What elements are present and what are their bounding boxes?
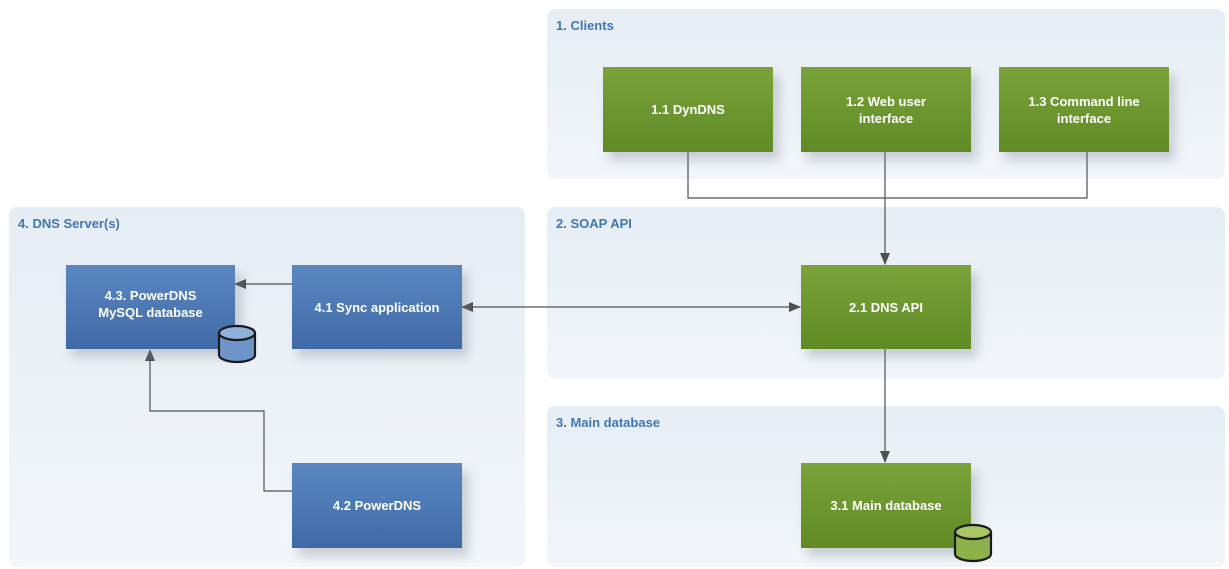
node-web-ui-label-1: 1.2 Web user	[846, 93, 926, 109]
node-powerdns[interactable]: 4.2 PowerDNS	[292, 463, 462, 548]
group-title-main-database: 3. Main database	[556, 415, 661, 430]
node-web-user-interface[interactable]: 1.2 Web user interface	[801, 67, 971, 152]
node-sync-application[interactable]: 4.1 Sync application	[292, 265, 462, 349]
node-sync-application-label: 4.1 Sync application	[314, 299, 440, 315]
node-web-ui-label-2: interface	[858, 110, 914, 126]
node-command-line-interface[interactable]: 1.3 Command line interface	[999, 67, 1169, 152]
group-title-clients: 1. Clients	[556, 18, 614, 33]
node-dyndns-label: 1.1 DynDNS	[651, 102, 725, 117]
group-title-soap-api: 2. SOAP API	[556, 216, 632, 231]
node-dns-api[interactable]: 2.1 DNS API	[801, 265, 971, 349]
edge-dyndns-join	[687, 152, 1088, 199]
edge-powerdns-to-mysql	[145, 349, 292, 492]
node-dns-api-label: 2.1 DNS API	[849, 299, 923, 315]
node-dyndns[interactable]: 1.1 DynDNS	[603, 67, 773, 152]
node-powerdns-mysql[interactable]: 4.3. PowerDNS MySQL database	[66, 265, 235, 349]
node-powerdns-mysql-label-1: 4.3. PowerDNS	[104, 288, 197, 303]
node-main-database[interactable]: 3.1 Main database	[801, 463, 971, 548]
node-main-database-label: 3.1 Main database	[830, 498, 942, 513]
group-title-dns-servers: 4. DNS Server(s)	[18, 216, 120, 231]
node-cli-label-2: interface	[1056, 110, 1112, 126]
database-icon	[953, 523, 993, 563]
node-powerdns-label: 4.2 PowerDNS	[332, 498, 422, 513]
database-icon	[217, 324, 257, 364]
node-cli-label-1: 1.3 Command line	[1028, 93, 1140, 109]
node-powerdns-mysql-label-2: MySQL database	[98, 305, 203, 320]
